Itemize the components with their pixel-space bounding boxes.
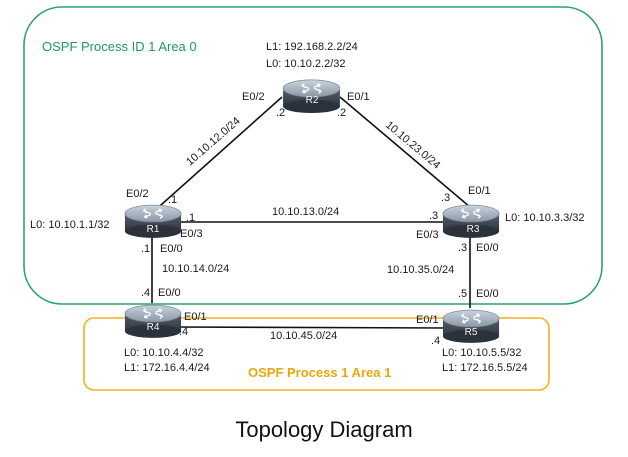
r3-if-e0-0: E0/0 xyxy=(476,242,499,254)
router-r4[interactable]: R4 xyxy=(124,304,182,339)
r2-if-e0-2: E0/2 xyxy=(242,91,265,103)
r3-if-e0-1: E0/1 xyxy=(468,185,491,197)
r1-if-e0-3: E0/3 xyxy=(180,228,203,240)
r5-host-r4-r5: .4 xyxy=(431,335,440,347)
r1-if-e0-2: E0/2 xyxy=(126,188,149,200)
r1-loopback-l0: L0: 10.10.1.1/32 xyxy=(30,219,110,231)
router-label: R2 xyxy=(306,95,319,106)
network-r1-r2: 10.10.12.0/24 xyxy=(184,115,243,168)
r1-host-r1-r2: .1 xyxy=(168,194,177,206)
area1-label: OSPF Process 1 Area 1 xyxy=(248,365,391,380)
r2-host-r1-r2: .2 xyxy=(276,107,285,119)
network-r1-r4: 10.10.14.0/24 xyxy=(162,263,229,275)
r1-host-r1-r4: .1 xyxy=(141,243,150,255)
router-label: R3 xyxy=(467,224,480,235)
network-r4-r5: 10.10.45.0/24 xyxy=(270,330,337,342)
router-label: R1 xyxy=(147,224,160,235)
network-r2-r3: 10.10.23.0/24 xyxy=(383,119,442,171)
r3-if-e0-3: E0/3 xyxy=(416,229,439,241)
r3-host-r2-r3: .3 xyxy=(441,192,450,204)
r5-if-e0-0: E0/0 xyxy=(476,288,499,300)
r3-host-r1-r3: .3 xyxy=(429,210,438,222)
network-r3-r5: 10.10.35.0/24 xyxy=(387,264,454,276)
area0-label: OSPF Process ID 1 Area 0 xyxy=(42,39,197,54)
r3-loopback-l0: L0: 10.10.3.3/32 xyxy=(505,212,585,224)
link-r2-r3 xyxy=(339,96,471,208)
r5-if-e0-1: E0/1 xyxy=(416,314,439,326)
r4-host-r1-r4: .4 xyxy=(141,287,150,299)
r5-loopback-l1: L1: 172.16.5.5/24 xyxy=(442,362,528,374)
area0-boundary xyxy=(23,6,603,305)
r5-loopback-l0: L0: 10.10.5.5/32 xyxy=(442,347,522,359)
r2-if-e0-1: E0/1 xyxy=(347,91,370,103)
router-label: R4 xyxy=(147,322,160,333)
network-r1-r3: 10.10.13.0/24 xyxy=(272,206,339,218)
area1-boundary xyxy=(83,317,550,391)
r2-host-r2-r3: .2 xyxy=(337,107,346,119)
link-r1-r2 xyxy=(151,96,283,214)
router-r3[interactable]: R3 xyxy=(442,204,500,239)
router-r1[interactable]: R1 xyxy=(124,204,182,239)
diagram-caption: Topology Diagram xyxy=(235,417,412,442)
r4-loopback-l0: L0: 10.10.4.4/32 xyxy=(124,347,204,359)
router-r2[interactable]: R2 xyxy=(282,79,341,114)
r4-loopback-l1: L1: 172.16.4.4/24 xyxy=(124,362,210,374)
r4-host-r4-r5: .4 xyxy=(179,326,188,338)
r4-if-e0-1: E0/1 xyxy=(184,311,207,323)
r1-if-e0-0: E0/0 xyxy=(160,243,183,255)
r1-host-r1-r3: .1 xyxy=(186,212,195,224)
r2-loopback-l0: L0: 10.10.2.2/32 xyxy=(266,58,346,70)
r3-host-r3-r5: .3 xyxy=(458,242,467,254)
link-r4-r5 xyxy=(177,326,447,329)
router-r5[interactable]: R5 xyxy=(442,309,500,344)
r4-if-e0-0: E0/0 xyxy=(158,287,181,299)
r5-host-r3-r5: .5 xyxy=(458,288,467,300)
router-label: R5 xyxy=(465,327,478,338)
r2-loopback-l1: L1: 192.168.2.2/24 xyxy=(266,41,358,53)
